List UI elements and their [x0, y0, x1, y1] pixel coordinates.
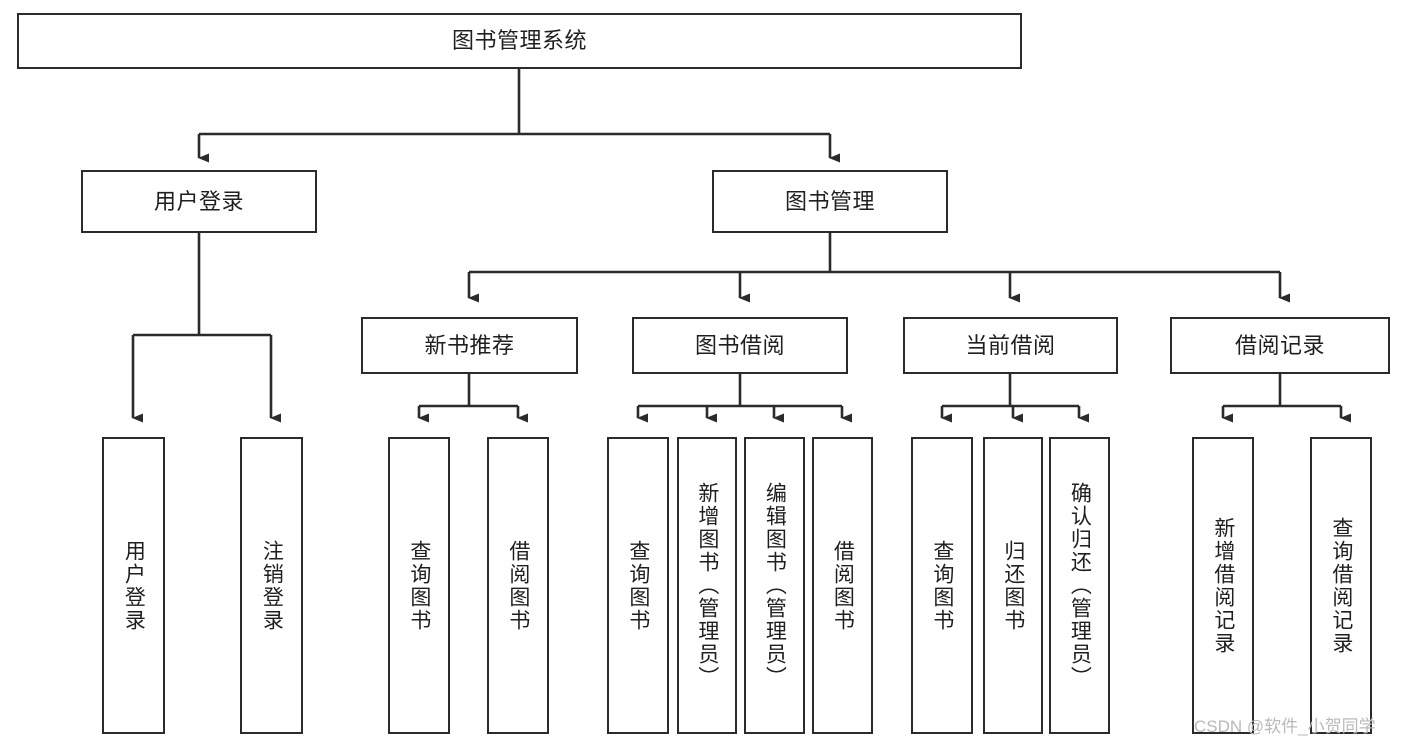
leaf-add-borrow-record-label: 新增借阅记录 [1211, 516, 1235, 655]
leaf-borrow-book-label: 借阅图书 [831, 539, 855, 632]
node-book-borrow-label: 图书借阅 [694, 332, 785, 358]
leaf-add-book-admin-label: 新增图书（管理员） [695, 482, 719, 689]
leaf-query-book-current-label: 查询图书 [930, 539, 954, 632]
leaf-add-borrow-record[interactable]: 新增借阅记录 [1192, 437, 1254, 734]
node-root[interactable]: 图书管理系统 [17, 13, 1022, 69]
leaf-query-book-current[interactable]: 查询图书 [911, 437, 973, 734]
leaf-borrow-book[interactable]: 借阅图书 [812, 437, 873, 734]
leaf-user-login-label: 用户登录 [122, 539, 146, 632]
leaf-confirm-return-admin-label: 确认归还（管理员） [1068, 482, 1092, 689]
leaf-add-book-admin[interactable]: 新增图书（管理员） [677, 437, 737, 734]
node-book-borrow[interactable]: 图书借阅 [632, 317, 848, 374]
node-user-login[interactable]: 用户登录 [81, 170, 317, 233]
leaf-query-book-borrow[interactable]: 查询图书 [607, 437, 669, 734]
leaf-confirm-return-admin[interactable]: 确认归还（管理员） [1049, 437, 1110, 734]
node-current-borrow-label: 当前借阅 [965, 332, 1056, 358]
leaf-user-login[interactable]: 用户登录 [102, 437, 165, 734]
leaf-edit-book-admin-label: 编辑图书（管理员） [763, 482, 787, 689]
leaf-query-book-borrow-label: 查询图书 [626, 539, 650, 632]
node-borrow-record-label: 借阅记录 [1234, 332, 1325, 358]
leaf-query-book-recommend-label: 查询图书 [407, 539, 431, 632]
node-borrow-record[interactable]: 借阅记录 [1170, 317, 1390, 374]
node-root-label: 图书管理系统 [451, 28, 587, 54]
leaf-return-book[interactable]: 归还图书 [983, 437, 1043, 734]
node-book-management-label: 图书管理 [784, 188, 875, 214]
node-current-borrow[interactable]: 当前借阅 [903, 317, 1118, 374]
leaf-query-borrow-record-label: 查询借阅记录 [1329, 516, 1353, 655]
leaf-return-book-label: 归还图书 [1001, 539, 1025, 632]
leaf-edit-book-admin[interactable]: 编辑图书（管理员） [744, 437, 805, 734]
watermark-text: CSDN @软件_小贺同学 [1194, 717, 1376, 736]
node-book-management[interactable]: 图书管理 [712, 170, 948, 233]
leaf-query-book-recommend[interactable]: 查询图书 [388, 437, 450, 734]
node-user-login-label: 用户登录 [153, 188, 244, 214]
node-new-book-recommend-label: 新书推荐 [424, 332, 515, 358]
leaf-borrow-book-recommend-label: 借阅图书 [506, 539, 530, 632]
node-new-book-recommend[interactable]: 新书推荐 [361, 317, 578, 374]
leaf-borrow-book-recommend[interactable]: 借阅图书 [487, 437, 549, 734]
leaf-logout-label: 注销登录 [260, 539, 284, 632]
leaf-logout[interactable]: 注销登录 [240, 437, 303, 734]
leaf-query-borrow-record[interactable]: 查询借阅记录 [1310, 437, 1372, 734]
